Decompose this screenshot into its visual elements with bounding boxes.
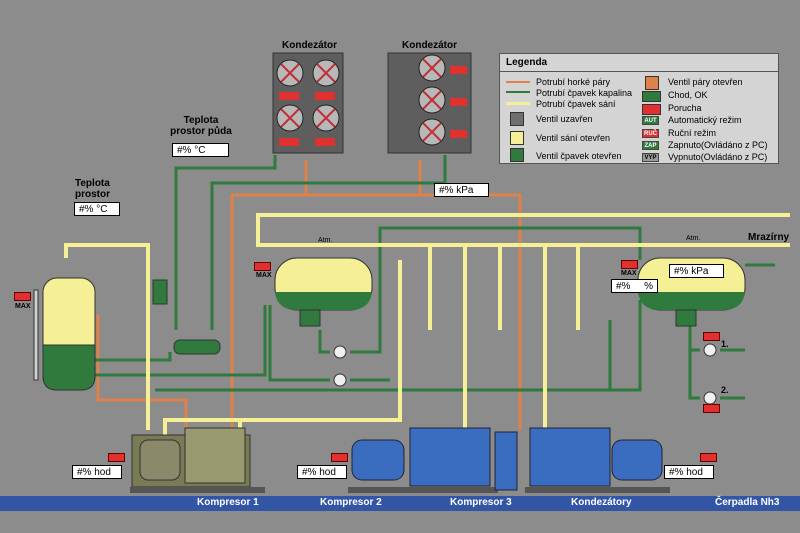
nav-compressor-1[interactable]: Kompresor 1 [197,497,259,508]
room-temp-title: Teplota prostor [75,178,110,200]
separator-tank-left [274,257,373,327]
condenser-right-label: Kondezátor [402,40,457,51]
hours-compressor-3: #% hod [664,465,714,479]
condenser-pump-unit [494,431,518,491]
legend-item: Ruční režim [668,128,717,138]
nav-nh3-pumps[interactable]: Čerpadla Nh3 [715,497,780,508]
hours-compressor-1: #% hod [72,465,122,479]
run-ok-icon [642,91,661,102]
valve-vapor-open-icon [645,76,659,90]
atm-label-mid: Atm. [318,237,333,244]
level-right-value: #% % [611,279,658,293]
legend-item: Potrubí čpavek kapalina [536,88,633,98]
valve-closed-icon [510,112,524,126]
atm-label-right: Atm. [686,235,701,242]
nav-compressor-2[interactable]: Kompresor 2 [320,497,382,508]
nav-condensers[interactable]: Kondezátory [571,497,632,508]
receiver-tank [33,277,96,391]
attic-temp-value: #% °C [172,143,229,157]
alarm-indicator [703,332,720,341]
manual-badge: RUČ [642,129,659,138]
hours-compressor-2: #% hod [297,465,347,479]
suction-pipes [64,213,790,440]
condenser-left [272,52,344,154]
legend-panel: Legenda Potrubí horké páry Potrubí čpave… [499,53,779,164]
legend-item: Zapnuto(Ovládáno z PC) [668,140,768,150]
max-label-left: MAX [15,303,31,310]
separator-tank-right [637,257,746,327]
freezers-label: Mrazírny [748,232,790,243]
liquid-line-icon [506,91,530,93]
legend-item: Ventil uzavřen [536,114,593,124]
alarm-indicator [621,260,638,269]
pump-1-label: 1. [721,339,729,349]
compressor-1 [130,427,265,493]
legend-item: Ventil sání otevřen [536,133,611,143]
pump-2-label: 2. [721,385,729,395]
pumps [333,343,717,405]
legend-item: Porucha [668,103,702,113]
bottom-nav-bar: Kompresor 1 Kompresor 2 Kompresor 3 Kond… [0,496,800,511]
on-badge: ZAP [642,141,659,150]
compressor-3 [525,427,670,493]
legend-item: Vypnuto(Ovládáno z PC) [668,152,768,162]
nav-compressor-3[interactable]: Kompresor 3 [450,497,512,508]
suction-line-icon [506,102,530,105]
legend-item: Chod, OK [668,90,708,100]
alarm-indicator [331,453,348,462]
auto-badge: AUT [642,116,659,125]
legend-item: Potrubí horké páry [536,77,611,87]
room-temp-value: #% °C [74,202,120,216]
attic-temp-title: Teplota prostor půda [170,115,232,137]
level-unit: % [644,281,653,292]
off-badge: VYP [642,153,659,162]
pressure-top-value: #% kPa [434,183,489,197]
max-label-right: MAX [621,270,637,277]
valve-suction-open-icon [510,131,524,145]
alarm-indicator [14,292,31,301]
legend-item: Ventil čpavek otevřen [536,151,622,161]
valve-liquid-open-icon [510,148,524,162]
condenser-right [387,52,472,154]
legend-item: Ventil páry otevřen [668,77,743,87]
legend-item: Potrubí čpavek sání [536,99,616,109]
hot-vapor-line-icon [506,81,530,83]
fault-icon [642,104,661,115]
alarm-indicator [703,404,720,413]
condenser-left-label: Kondezátor [282,40,337,51]
hot-vapor-pipes [96,160,522,430]
max-label-mid: MAX [256,272,272,279]
pressure-right-value: #% kPa [669,264,724,278]
oil-separator [152,279,168,305]
liquid-collector [173,339,221,355]
alarm-indicator [254,262,271,271]
legend-title: Legenda [506,57,548,68]
level-value: #% [616,281,631,292]
legend-item: Automatický režim [668,115,742,125]
compressor-2 [348,427,498,493]
liquid-pipes [95,155,775,400]
alarm-indicator [700,453,717,462]
alarm-indicator [108,453,125,462]
